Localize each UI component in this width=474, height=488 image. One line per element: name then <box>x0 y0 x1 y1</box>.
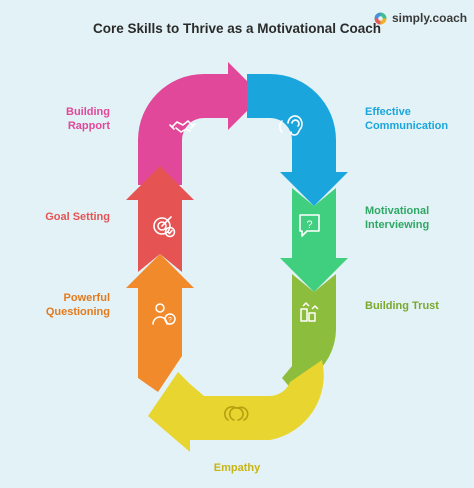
label-building-rapport-line2: Rapport <box>67 120 110 132</box>
questioning-person-icon: ? <box>152 303 176 325</box>
label-motivational-interviewing-line2: Interviewing <box>365 219 430 231</box>
empathy-heads-icon <box>224 405 249 421</box>
segment-empathy <box>148 360 324 452</box>
segment-powerful-questioning <box>126 254 194 392</box>
label-building-trust: Building Trust <box>365 299 470 313</box>
label-effective-communication-line2: Communication <box>365 120 449 132</box>
svg-text:?: ? <box>306 219 312 231</box>
simply-coach-logo-icon <box>374 12 387 24</box>
question-speech-icon: ? <box>299 214 320 237</box>
segment-motivational-interviewing <box>280 188 348 292</box>
label-goal-setting-line1: Goal Setting <box>45 211 110 223</box>
svg-text:?: ? <box>168 317 172 324</box>
label-powerful-questioning-line2: Questioning <box>45 306 110 318</box>
segment-building-trust <box>282 274 336 390</box>
label-empathy-line1: Empathy <box>213 462 261 474</box>
handshake-icon <box>169 120 196 133</box>
page-title: Core Skills to Thrive as a Motivational … <box>92 21 382 36</box>
label-motivational-interviewing: Motivational Interviewing <box>365 204 470 232</box>
label-building-rapport-line1: Building <box>66 106 110 118</box>
label-effective-communication: Effective Communication <box>365 105 470 133</box>
segment-building-rapport <box>138 62 262 185</box>
brand-name: simply.coach <box>392 11 468 25</box>
trust-building-icon <box>300 302 319 322</box>
target-icon <box>153 216 176 238</box>
label-powerful-questioning-line1: Powerful <box>63 292 110 304</box>
segment-effective-communication <box>247 74 348 206</box>
label-powerful-questioning: Powerful Questioning <box>20 291 110 319</box>
label-empathy: Empathy <box>190 461 284 475</box>
label-building-trust-line1: Building Trust <box>365 300 439 312</box>
label-motivational-interviewing-line1: Motivational <box>365 205 430 217</box>
label-effective-communication-line1: Effective <box>365 106 411 118</box>
label-building-rapport: Building Rapport <box>40 105 110 133</box>
brand-logo: simply.coach <box>373 9 467 27</box>
ear-icon <box>279 115 303 136</box>
label-goal-setting: Goal Setting <box>20 210 110 224</box>
